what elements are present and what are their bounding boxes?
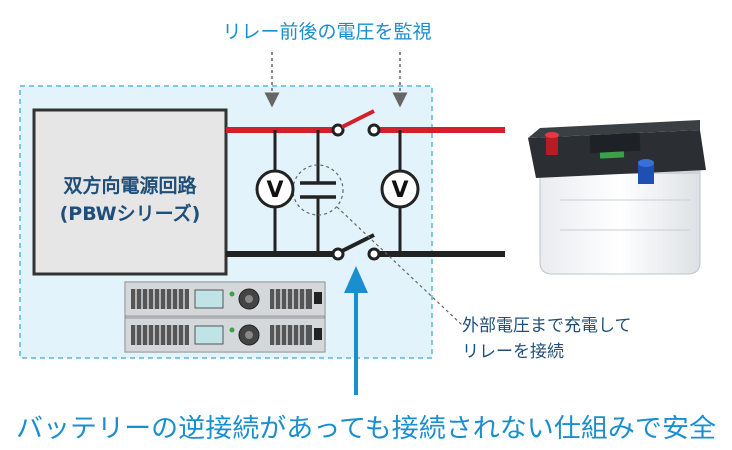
vertical-connections <box>273 130 402 254</box>
bidirectional-supply-box <box>32 108 228 276</box>
voltmeter-left: V <box>255 169 295 209</box>
supply-box-label-line1: 双方向電源回路 <box>63 174 197 197</box>
side-annotation-line2: リレーを接続 <box>462 342 564 362</box>
capacitor-callout-line <box>336 206 463 326</box>
capacitor-symbol <box>300 181 336 199</box>
relay-switch-positive <box>331 109 381 137</box>
highlight-arrow <box>344 266 368 395</box>
car-battery-image <box>528 120 706 275</box>
bottom-caption: バッテリーの逆接続があっても接続されない仕組みで安全 <box>16 414 716 444</box>
voltmeter-left-label: V <box>266 178 283 203</box>
voltmeter-right: V <box>380 169 420 209</box>
top-annotation: リレー前後の電圧を監視 <box>222 21 431 43</box>
supply-box-label-line2: (PBWシリーズ) <box>60 202 201 225</box>
power-supply-unit-image <box>124 281 326 353</box>
side-annotation-line1: 外部電圧まで充電して <box>462 316 632 336</box>
voltmeter-right-label: V <box>391 178 408 203</box>
